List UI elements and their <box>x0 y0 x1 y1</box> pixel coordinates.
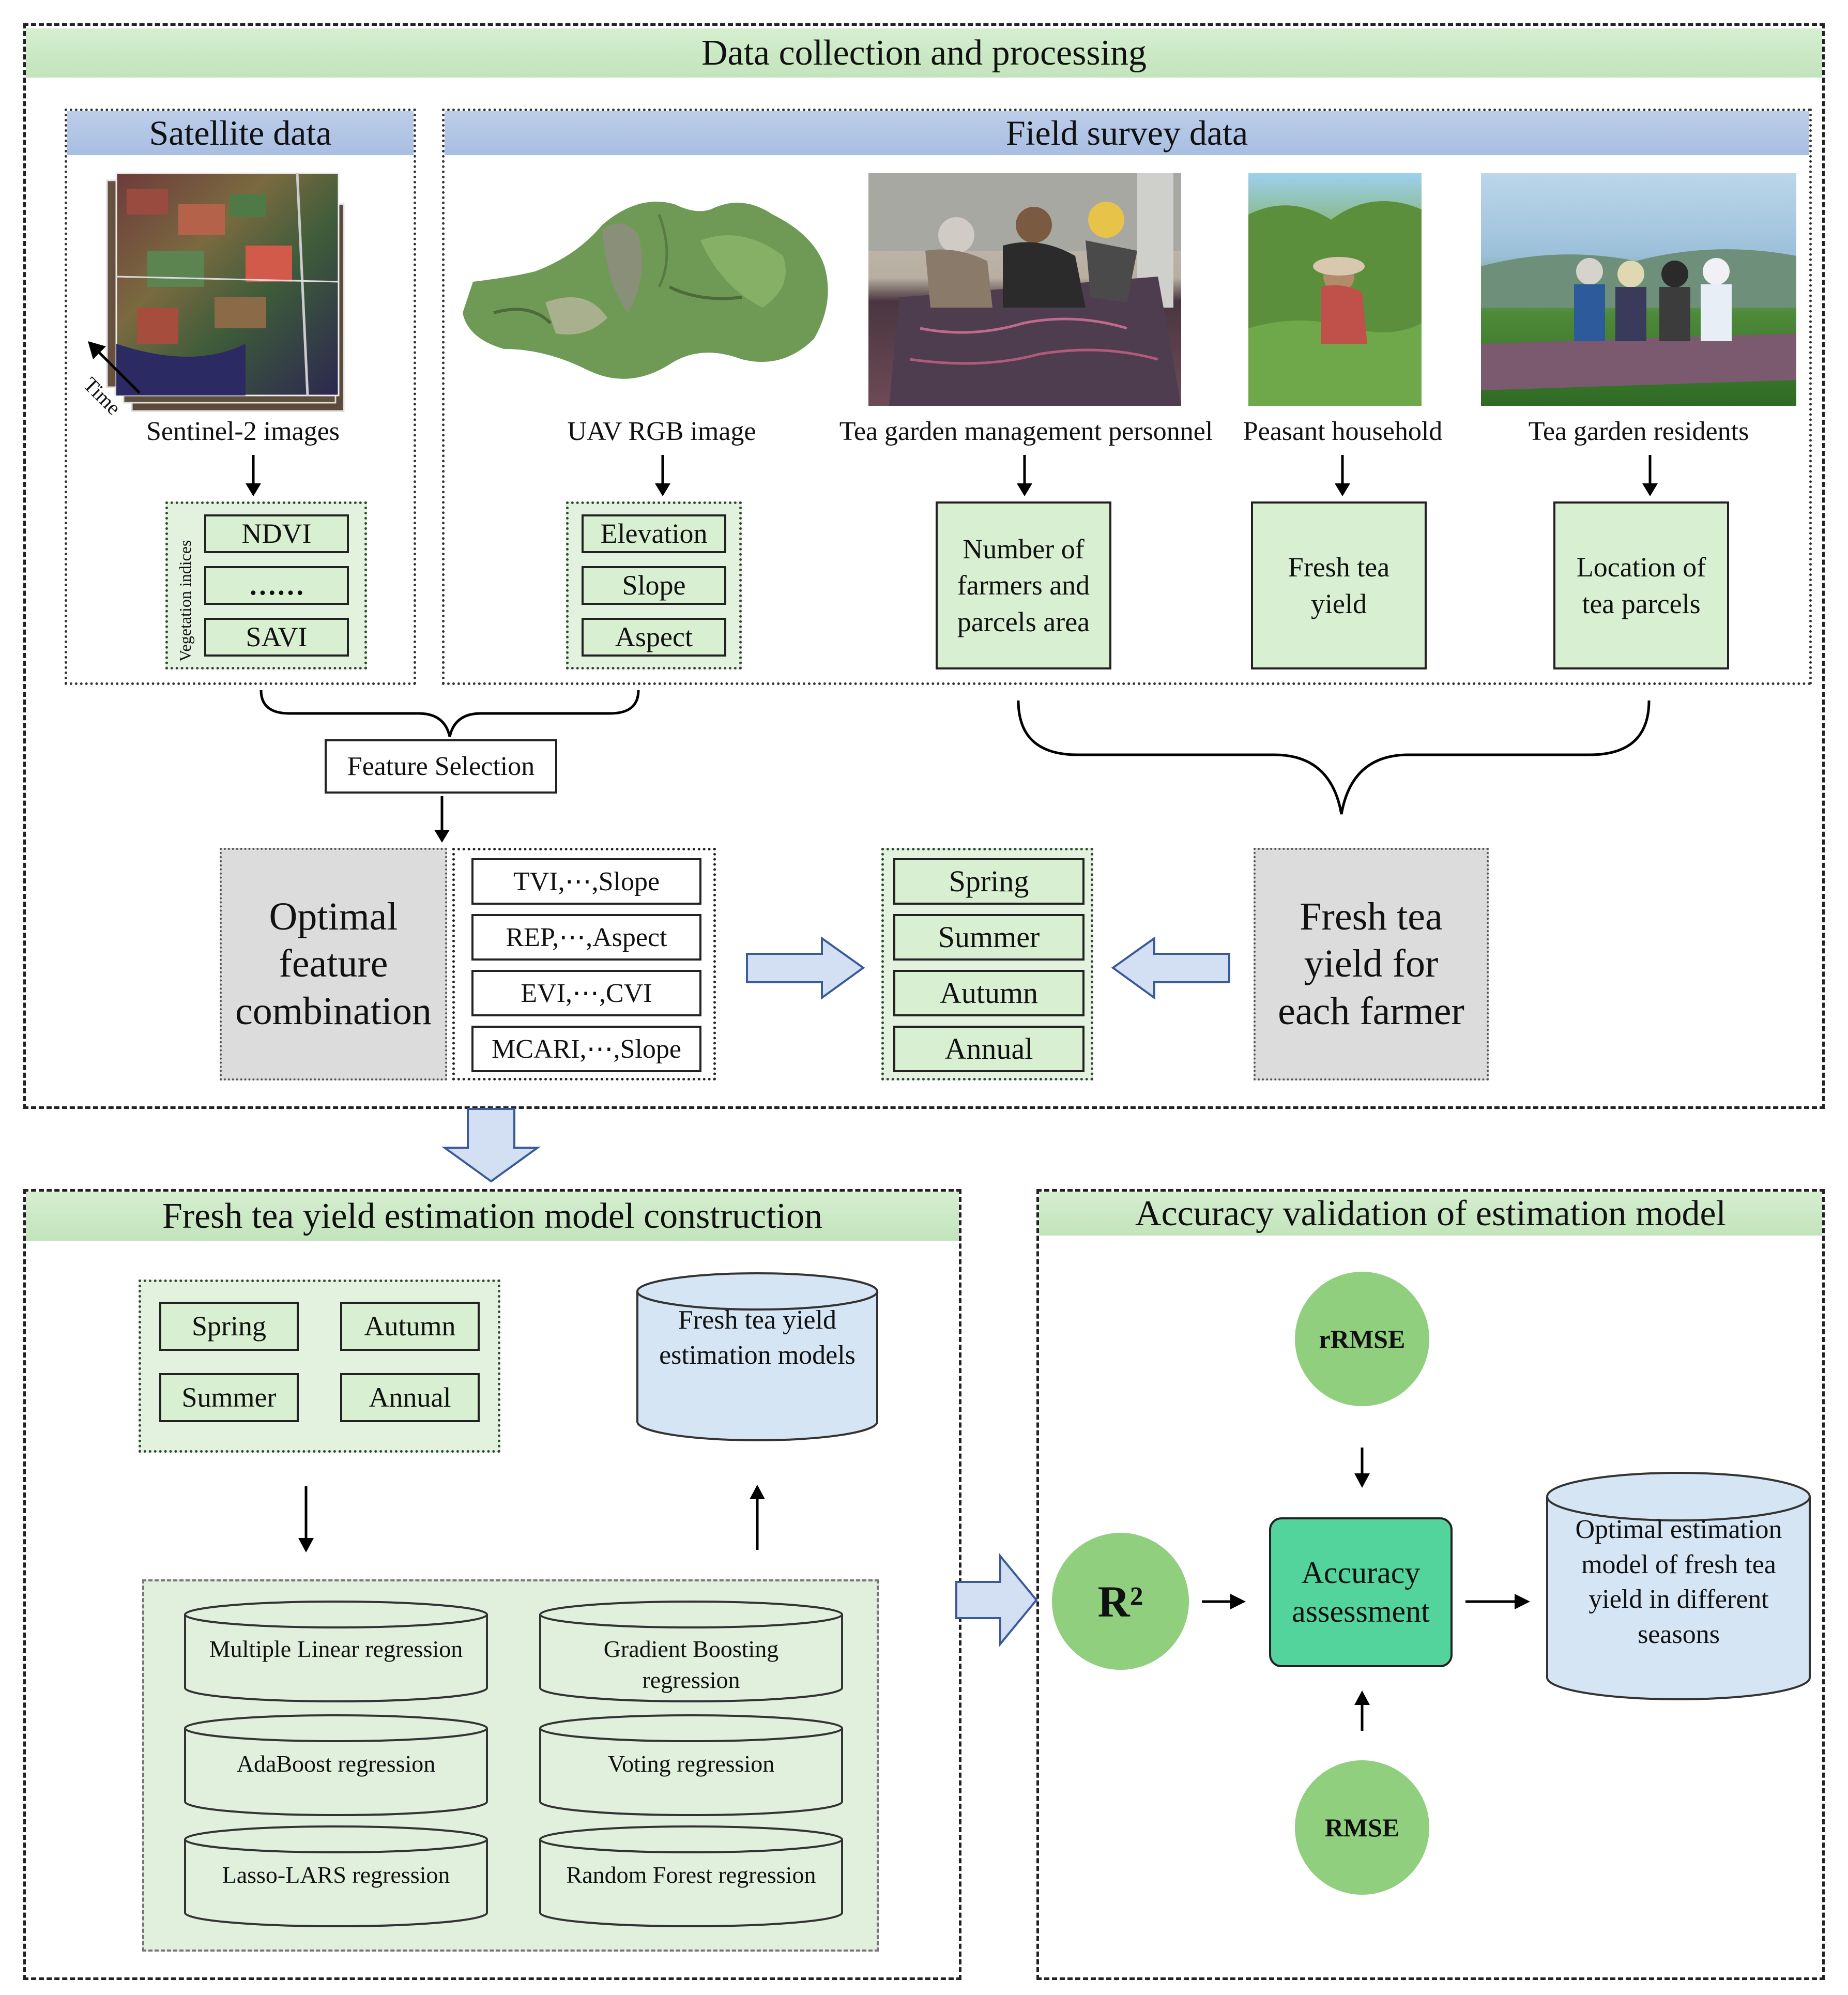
fresh-tea-farmer-box: Fresh tea yield for each farmer <box>1254 848 1489 1080</box>
left-brace <box>259 690 640 737</box>
method-adaboost: AdaBoost regression <box>236 1750 436 1777</box>
model-construction-title: Fresh tea yield estimation model constru… <box>26 1192 959 1241</box>
accuracy-assessment-box: Accuracy assessment <box>1269 1517 1453 1667</box>
rrmse-down-arrow-icon <box>1354 1448 1370 1488</box>
satellite-title: Satellite data <box>67 111 414 155</box>
residents-down-arrow-icon <box>1642 455 1658 496</box>
season-annual: Annual <box>893 1026 1085 1072</box>
optimal-model-database <box>1546 1472 1811 1700</box>
management-caption: Tea garden management personnel <box>839 417 1213 446</box>
residents-caption: Tea garden residents <box>1528 417 1749 446</box>
slope-box: Slope <box>582 566 726 605</box>
model-output-label: Fresh tea yield estimation models <box>659 1305 856 1370</box>
right-brace <box>1017 700 1651 815</box>
ellipsis-box: …… <box>204 566 349 605</box>
aspect-box: Aspect <box>582 618 726 657</box>
field-survey-panel <box>442 109 1812 685</box>
method-cylinder-3 <box>184 1714 488 1816</box>
validation-block-arrow-icon <box>955 1553 1038 1647</box>
feature-combos-group <box>452 848 716 1080</box>
rmse-up-arrow-icon <box>1354 1691 1370 1731</box>
feature-selection-down-arrow-icon <box>434 796 450 843</box>
method-multiple-linear: Multiple Linear regression <box>209 1636 463 1662</box>
data-collection-frame <box>23 23 1825 1109</box>
data-collection-title: Data collection and processing <box>26 28 1822 78</box>
validation-title: Accuracy validation of estimation model <box>1039 1192 1822 1236</box>
field-survey-title: Field survey data <box>445 111 1809 155</box>
model-up-arrow-icon <box>750 1485 765 1550</box>
satellite-panel <box>65 109 416 685</box>
model-season-annual: Annual <box>340 1373 480 1422</box>
method-cylinder-4 <box>539 1714 843 1816</box>
feature-combo-3: EVI,⋯,CVI <box>471 970 701 1016</box>
method-voting: Voting regression <box>607 1750 775 1777</box>
farmers-parcels-box: Number of farmers and parcels area <box>936 501 1111 669</box>
method-lasso-lars: Lasso-LARS regression <box>222 1862 450 1888</box>
feature-combo-4: MCARI,⋯,Slope <box>471 1026 701 1072</box>
fresh-tea-yield-box: Fresh tea yield <box>1251 501 1427 669</box>
savi-box: SAVI <box>204 618 349 657</box>
peasant-household-photo <box>1248 173 1422 406</box>
rmse-circle: RMSE <box>1295 1760 1429 1895</box>
optimal-model-label: Optimal estimation model of fresh tea yi… <box>1575 1515 1782 1649</box>
feature-combo-1: TVI,⋯,Slope <box>471 858 701 905</box>
season-summer: Summer <box>893 914 1085 961</box>
season-spring: Spring <box>893 858 1085 905</box>
method-random-forest: Random Forest regression <box>566 1862 816 1888</box>
assessment-right-arrow-icon <box>1465 1594 1530 1609</box>
sentinel-image-stack <box>90 172 359 416</box>
rrmse-circle: rRMSE <box>1295 1272 1429 1406</box>
tea-parcel-location-box: Location of tea parcels <box>1553 501 1729 669</box>
down-block-arrow-icon <box>441 1108 541 1183</box>
validation-frame <box>1036 1189 1825 1980</box>
method-cylinder-1 <box>184 1601 488 1702</box>
uav-down-arrow-icon <box>655 455 670 496</box>
sentinel-down-arrow-icon <box>246 455 261 496</box>
sentinel-caption: Sentinel-2 images <box>146 417 340 446</box>
optimal-feature-box: Optimal feature combination <box>220 848 447 1080</box>
model-down-arrow-icon <box>298 1486 314 1552</box>
tea-garden-residents-photo <box>1481 173 1796 406</box>
management-down-arrow-icon <box>1017 455 1032 496</box>
left-block-arrow-icon <box>1111 936 1230 1000</box>
r2-circle: R² <box>1052 1533 1189 1670</box>
method-gradient-boosting: Gradient Boosting regression <box>603 1636 779 1693</box>
peasant-caption: Peasant household <box>1243 417 1443 446</box>
model-output-database <box>636 1272 878 1441</box>
ndvi-box: NDVI <box>204 514 349 553</box>
method-cylinder-6 <box>539 1825 843 1927</box>
uav-image <box>452 184 840 390</box>
peasant-down-arrow-icon <box>1335 455 1350 496</box>
uav-caption: UAV RGB image <box>567 417 756 446</box>
management-personnel-photo <box>868 173 1181 406</box>
right-block-arrow-icon <box>746 936 865 1000</box>
time-arrow-icon <box>88 341 141 394</box>
feature-combo-2: REP,⋯,Aspect <box>471 914 701 961</box>
feature-selection-box: Feature Selection <box>325 739 557 794</box>
method-cylinder-2 <box>539 1601 843 1702</box>
accuracy-assessment-label: Accuracy assessment <box>1292 1556 1430 1628</box>
model-season-spring: Spring <box>159 1302 299 1351</box>
model-season-summer: Summer <box>159 1373 299 1422</box>
model-season-autumn: Autumn <box>340 1302 480 1351</box>
vegetation-indices-label: Vegetation indices <box>176 540 194 662</box>
method-cylinder-5 <box>184 1825 488 1927</box>
elevation-box: Elevation <box>582 514 726 553</box>
season-autumn: Autumn <box>893 970 1085 1016</box>
r2-right-arrow-icon <box>1202 1594 1246 1609</box>
